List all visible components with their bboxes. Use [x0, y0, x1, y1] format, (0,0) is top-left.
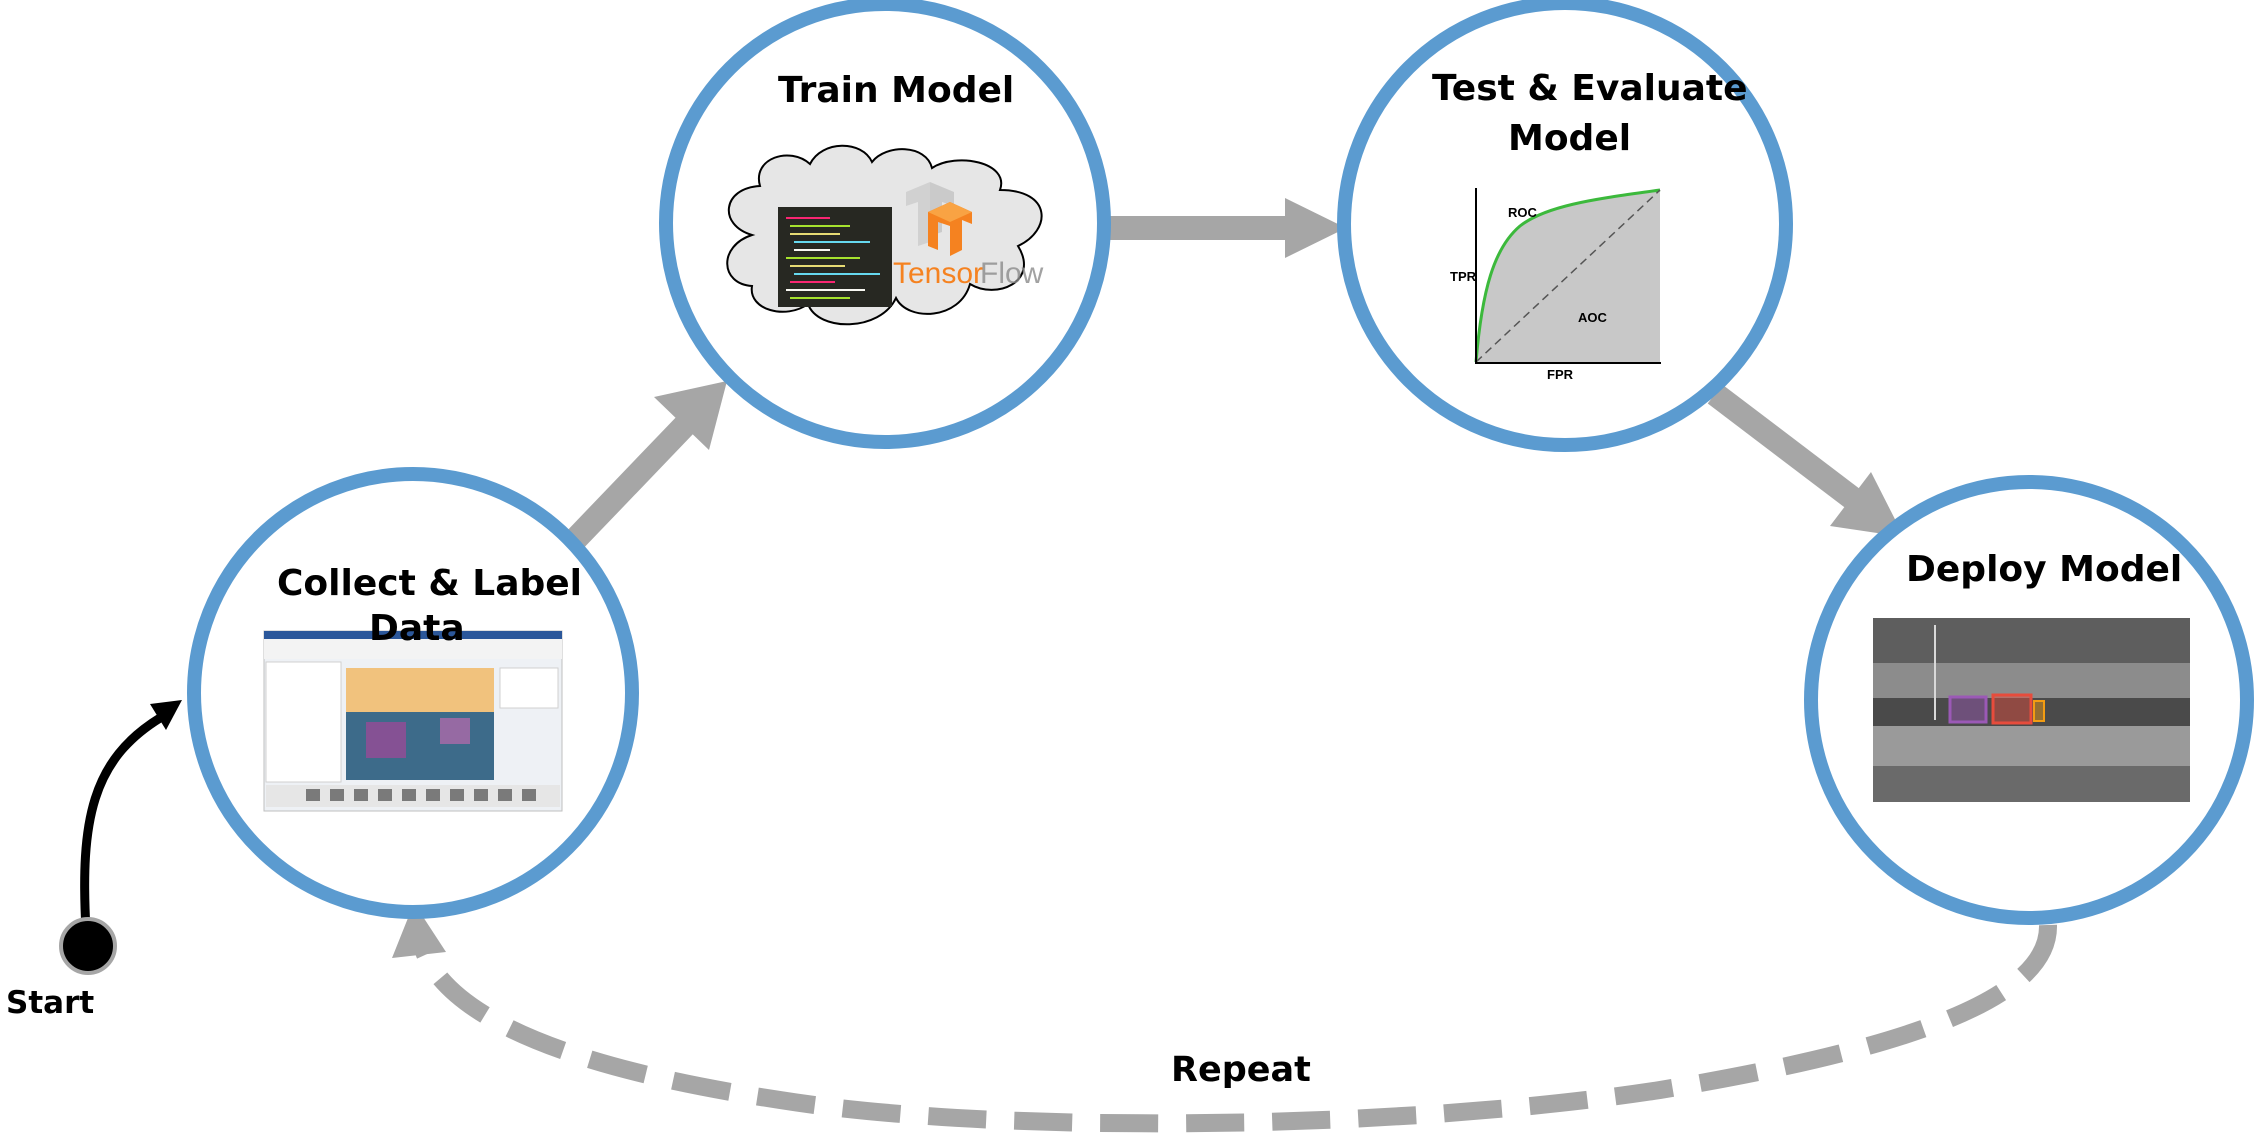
detection-box-red — [1991, 693, 2033, 725]
start-label: Start — [6, 985, 94, 1021]
detection-box-orange — [2033, 700, 2045, 722]
tensorflow-text-b: Flow — [980, 257, 1044, 290]
train-title: Train Model — [778, 70, 1014, 111]
roc-curve — [1474, 188, 1661, 363]
start-node — [59, 917, 117, 975]
collect-title-line1: Collect & Label — [277, 563, 582, 604]
thermal-detection-image — [1873, 618, 2190, 802]
tpr-label: TPR — [1450, 269, 1477, 284]
tensorflow-text-a: Tensor — [893, 257, 983, 290]
deploy-title: Deploy Model — [1906, 549, 2182, 590]
diagonal-line — [1475, 189, 1661, 363]
arrow-collect-to-train — [561, 381, 727, 554]
stage-collect-label-data: Collect & Label Data — [187, 467, 639, 919]
detection-box-purple — [1948, 695, 1988, 724]
code-editor-thumbnail — [778, 207, 892, 307]
repeat-label: Repeat — [1171, 1050, 1311, 1090]
tensorflow-logo-icon: Tensor Flow — [893, 182, 1044, 290]
start-arrow — [80, 700, 182, 931]
fpr-label: FPR — [1547, 367, 1574, 382]
stage-test-evaluate-model: Test & Evaluate Model ROC TPR AOC FPR — [1337, 0, 1793, 452]
repeat-loop-arrow — [392, 903, 2058, 1133]
aoc-label: AOC — [1578, 310, 1608, 325]
test-title-line1: Test & Evaluate — [1432, 68, 1748, 109]
roc-chart: ROC TPR AOC FPR — [1450, 188, 1661, 382]
labeling-app-screenshot — [263, 630, 563, 812]
stage-train-model: Train Model Tensor Flow — [659, 0, 1111, 449]
roc-label: ROC — [1508, 205, 1538, 220]
arrow-train-to-test — [1108, 198, 1346, 258]
collect-title-line2: Data — [369, 608, 465, 649]
stage-deploy-model: Deploy Model — [1804, 475, 2254, 925]
arrow-test-to-deploy — [1707, 384, 1904, 537]
test-title-line2: Model — [1508, 118, 1631, 159]
